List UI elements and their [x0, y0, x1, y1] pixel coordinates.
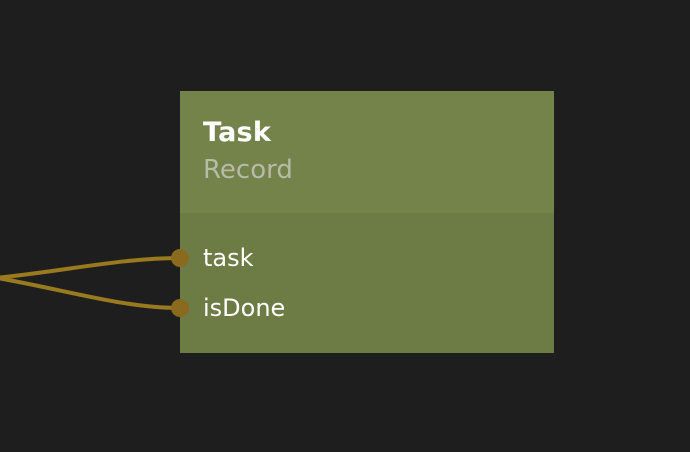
port-task-icon[interactable] — [171, 249, 189, 267]
node-task[interactable]: Task Record task isDone — [171, 91, 554, 353]
node-title: Task — [203, 117, 271, 148]
edge-to-task[interactable] — [0, 256, 182, 280]
field-label-isdone: isDone — [203, 294, 286, 322]
node-subtitle: Record — [203, 155, 293, 185]
edge-to-isdone[interactable] — [0, 276, 182, 310]
field-row-isdone[interactable]: isDone — [171, 283, 554, 333]
node-body: task isDone — [171, 213, 554, 353]
port-isdone-icon[interactable] — [171, 299, 189, 317]
field-row-task[interactable]: task — [171, 233, 554, 283]
node-header[interactable]: Task Record — [180, 91, 554, 213]
field-label-task: task — [203, 244, 254, 272]
